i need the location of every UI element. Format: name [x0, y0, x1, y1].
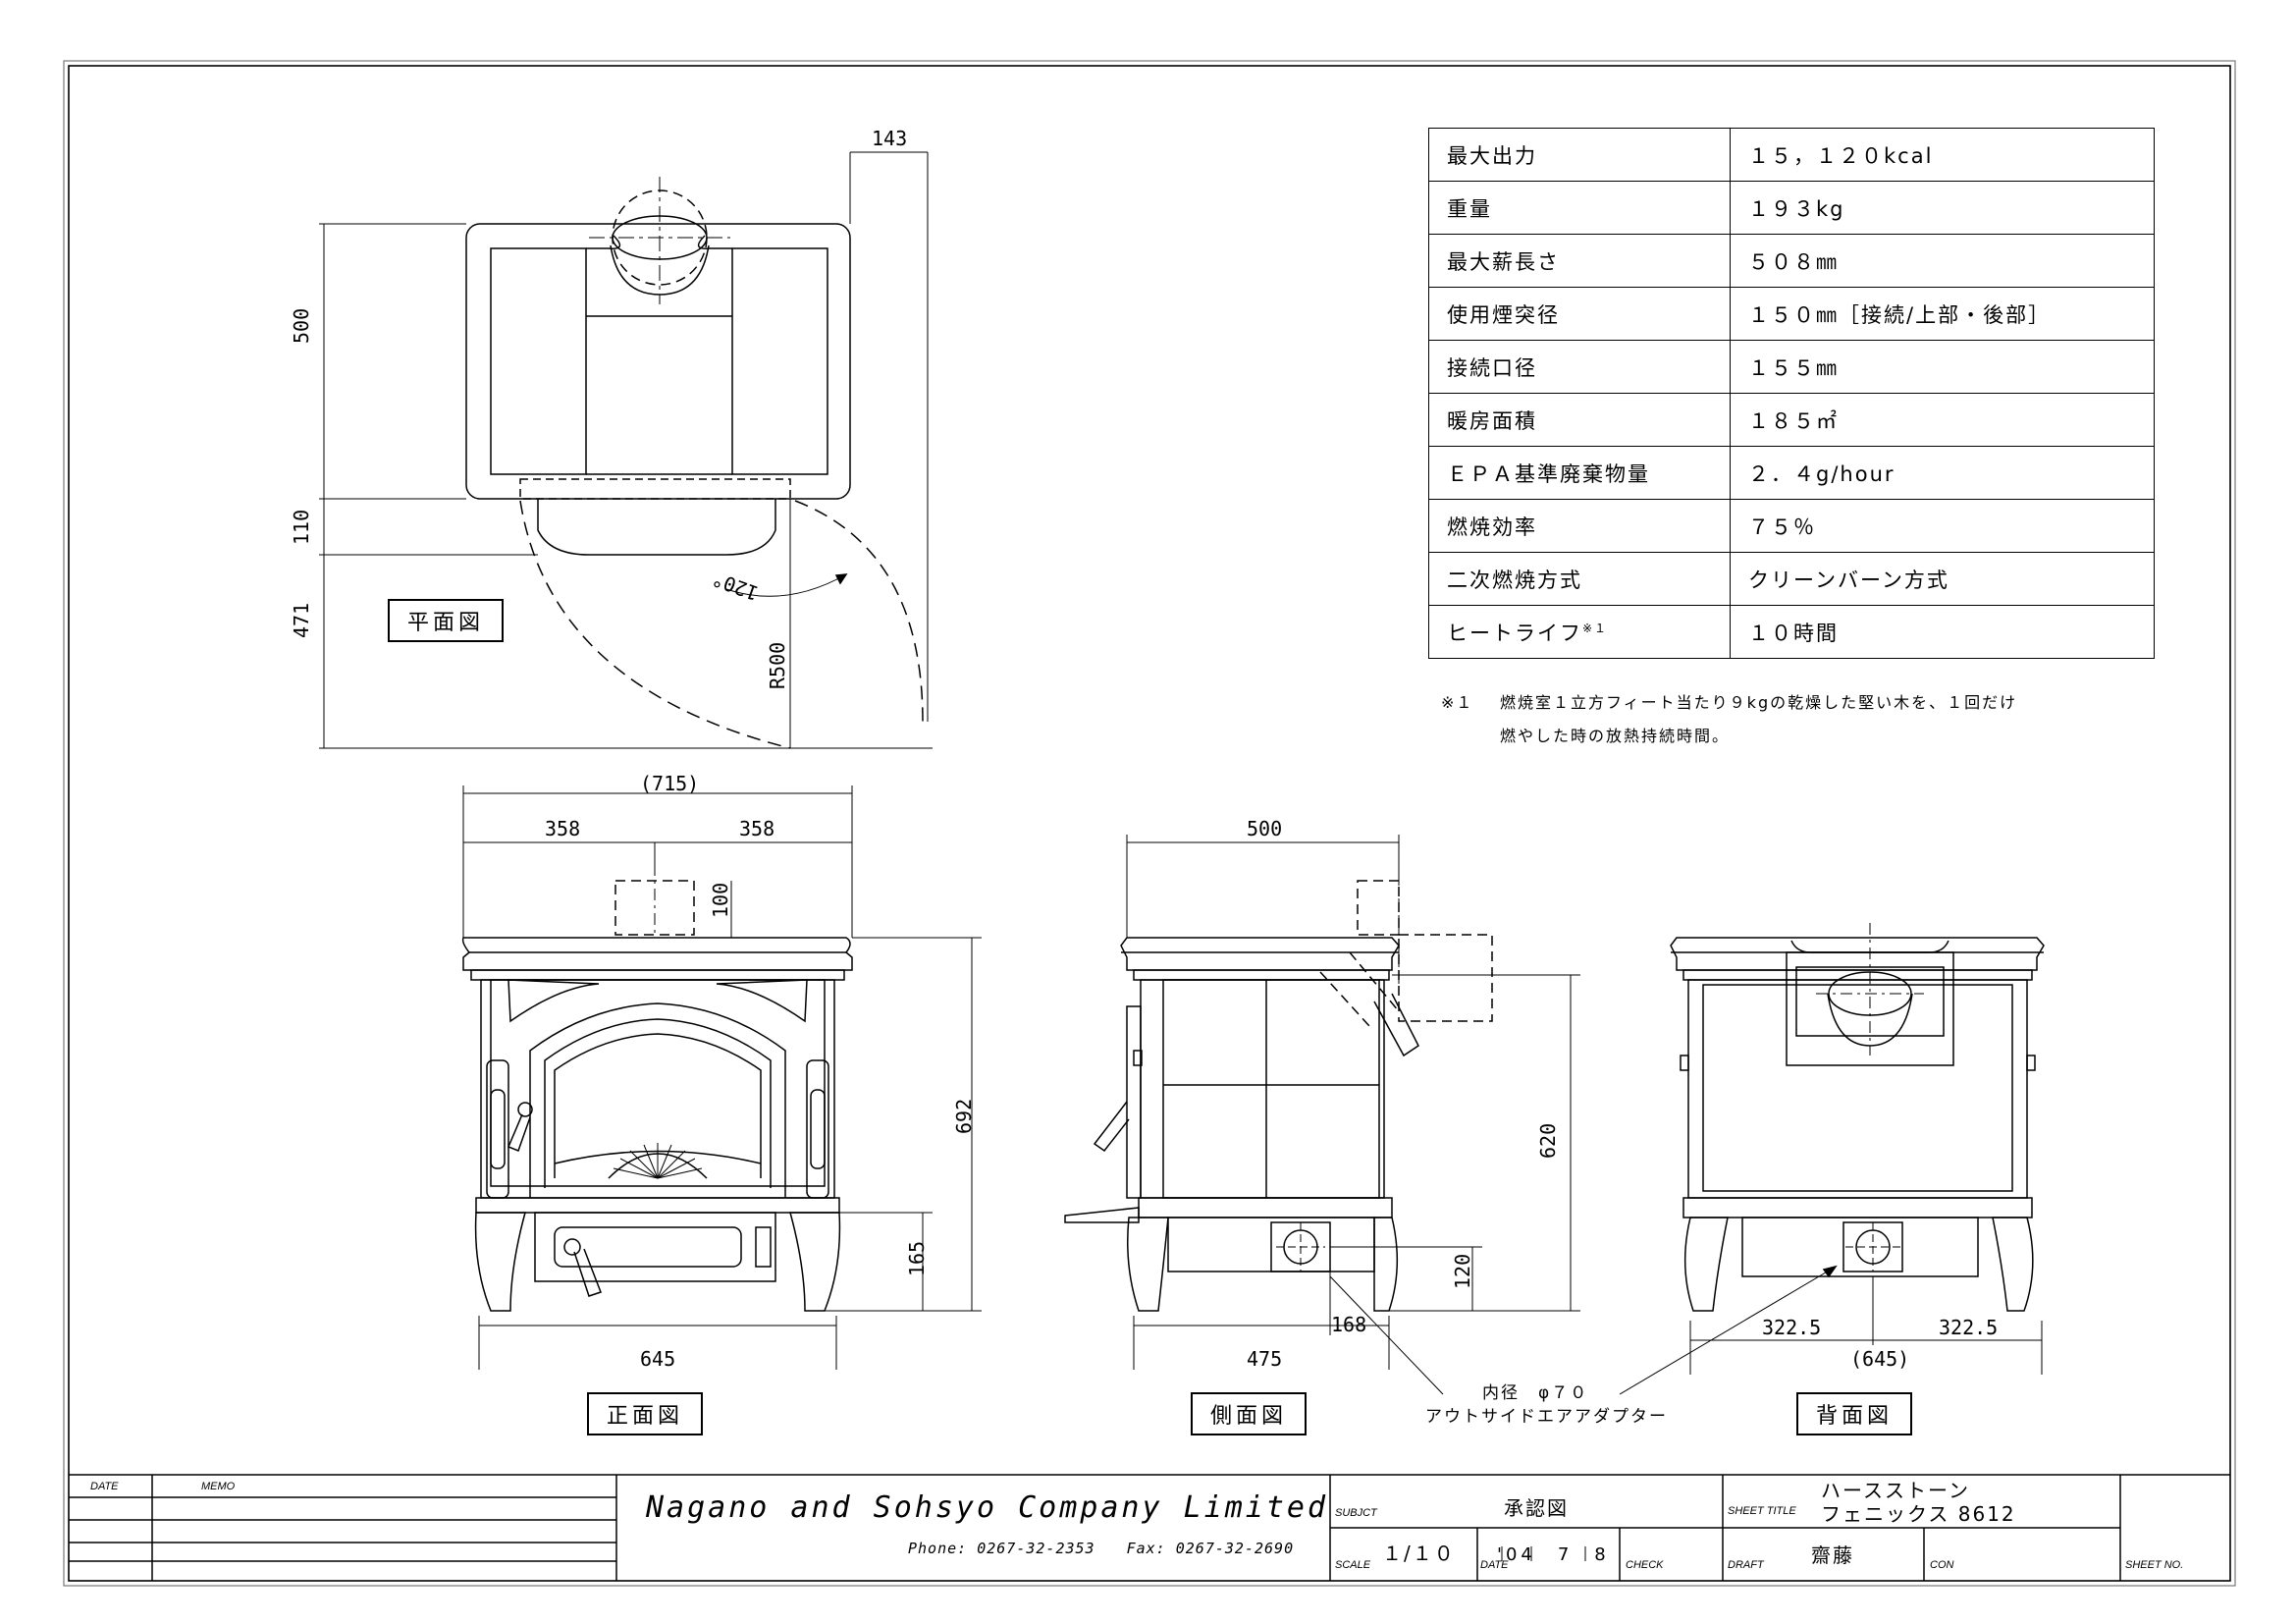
tb-date-value: '04 7 8: [1497, 1544, 1610, 1565]
dim-front-flue: 100: [709, 882, 732, 918]
spec-key: 接続口径: [1428, 340, 1731, 394]
spec-value: １０時間: [1730, 605, 2155, 659]
dim-front-drawer: 165: [905, 1240, 929, 1276]
dim-rear-total: (645): [1850, 1347, 1910, 1371]
spec-value: クリーンバーン方式: [1730, 552, 2155, 606]
front-view: [461, 785, 982, 1370]
spec-key: ヒートライフ※１: [1428, 605, 1731, 659]
spec-value: １８５㎡: [1730, 393, 2155, 447]
dim-front-base: 645: [640, 1347, 676, 1371]
spec-value: １９３kg: [1730, 181, 2155, 235]
spec-key: 暖房面積: [1428, 393, 1731, 447]
tb-date2-label: DATE: [1480, 1559, 1509, 1571]
spec-key: 重量: [1428, 181, 1731, 235]
spec-key: 二次燃焼方式: [1428, 552, 1731, 606]
tb-subject-label: SUBJCT: [1335, 1507, 1377, 1519]
dim-front-half-right: 358: [739, 817, 775, 840]
tb-subject: 承認図: [1504, 1496, 1569, 1520]
tb-sheet-title-label: SHEET TITLE: [1728, 1505, 1796, 1517]
plan-view: [319, 151, 933, 749]
air-adapter-callout-line1: 内径 φ７０: [1482, 1383, 1589, 1403]
dim-plan-ash: 110: [290, 509, 313, 545]
spec-value: ２．４g/hour: [1730, 446, 2155, 500]
dim-radius: R500: [766, 641, 789, 689]
dim-front-total: (715): [640, 772, 700, 795]
air-adapter-callout-line2: アウトサイドエアアダプター: [1425, 1407, 1668, 1427]
spec-key: 最大出力: [1428, 128, 1731, 182]
tb-title-line2: フェニックス 8612: [1821, 1502, 2016, 1526]
footnote-line1: 燃焼室１立方フィート当たり９kgの乾燥した堅い木を、１回だけ: [1500, 693, 2018, 712]
footnote-line2: 燃やした時の放熱持続時間。: [1500, 727, 1731, 745]
view-label-plan: 平面図: [388, 599, 505, 642]
tb-date-label: DATE: [90, 1481, 119, 1492]
dim-plan-swing: 471: [290, 602, 313, 638]
dim-plan-offset: 143: [872, 127, 908, 150]
spec-value: １５０㎜［接続/上部・後部］: [1730, 287, 2155, 341]
tb-phone: Phone: 0267-32-2353 Fax: 0267-32-2690: [908, 1540, 1295, 1557]
dim-rear-half-right: 322.5: [1939, 1316, 1999, 1339]
tb-title-line1: ハースストーン: [1821, 1479, 1970, 1502]
rear-view: [1670, 923, 2045, 1375]
spec-value: １５５㎜: [1730, 340, 2155, 394]
dim-side-height: 620: [1536, 1122, 1560, 1159]
spec-key-text: ヒートライフ: [1447, 621, 1582, 645]
tb-draft-label: DRAFT: [1728, 1559, 1764, 1571]
dim-front-half-left: 358: [545, 817, 581, 840]
spec-footnote-mark: ※１: [1582, 621, 1609, 635]
tb-memo-label: MEMO: [201, 1481, 236, 1492]
spec-key: ＥＰＡ基準廃棄物量: [1428, 446, 1731, 500]
spec-row: 二次燃焼方式クリーンバーン方式: [1428, 552, 2155, 606]
tb-scale: １/１０: [1382, 1542, 1456, 1565]
dim-side-air-x: 168: [1331, 1313, 1367, 1336]
spec-key: 最大薪長さ: [1428, 234, 1731, 288]
dim-front-height: 692: [952, 1098, 976, 1134]
dim-plan-depth: 500: [290, 307, 313, 344]
dim-rear-half-left: 322.5: [1762, 1316, 1822, 1339]
spec-value: １５，１２０kcal: [1730, 128, 2155, 182]
tb-con-label: CON: [1930, 1559, 1954, 1571]
spec-key: 使用煙突径: [1428, 287, 1731, 341]
view-label-rear: 背面図: [1796, 1392, 1913, 1435]
dim-side-base: 475: [1247, 1347, 1283, 1371]
spec-key: 燃焼効率: [1428, 499, 1731, 553]
spec-value: ５０８㎜: [1730, 234, 2155, 288]
dim-side-depth: 500: [1247, 817, 1283, 840]
view-label-front: 正面図: [587, 1392, 704, 1435]
tb-scale-label: SCALE: [1335, 1559, 1371, 1571]
tb-draft: 齋藤: [1811, 1543, 1854, 1567]
tb-sheet-no-label: SHEET NO.: [2125, 1559, 2184, 1571]
view-label-side: 側面図: [1191, 1392, 1308, 1435]
tb-check-label: CHECK: [1626, 1559, 1664, 1571]
footnote-mark: ※１: [1441, 693, 1474, 712]
tb-company: Nagano and Sohsyo Company Limited: [646, 1490, 1329, 1525]
title-block-lines: [69, 1474, 2230, 1581]
spec-value: ７５％: [1730, 499, 2155, 553]
side-view: [1064, 835, 1838, 1395]
dim-side-air-height: 120: [1451, 1253, 1474, 1289]
